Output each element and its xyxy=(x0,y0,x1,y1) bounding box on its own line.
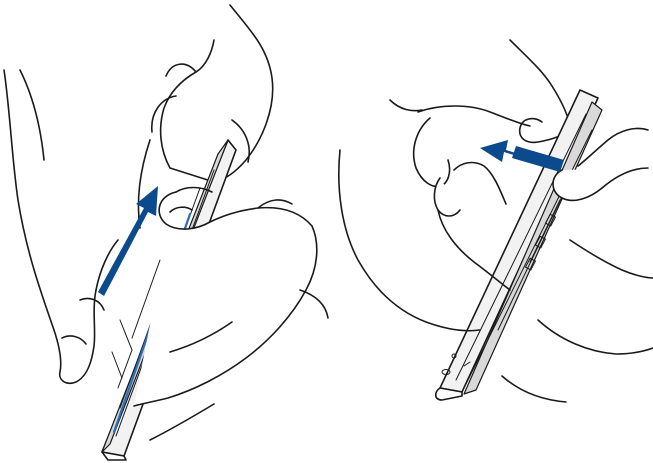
left-illustration xyxy=(3,4,329,461)
hand-icon xyxy=(133,186,329,441)
hand-icon xyxy=(338,99,511,332)
figure-left xyxy=(3,4,329,461)
right-illustration xyxy=(338,39,653,403)
figure-right xyxy=(330,0,653,463)
hand-icon xyxy=(501,127,653,403)
hand-icon xyxy=(3,69,119,385)
arrow-icon xyxy=(480,140,564,172)
arrow-icon xyxy=(98,186,158,296)
hand-icon xyxy=(417,39,571,144)
